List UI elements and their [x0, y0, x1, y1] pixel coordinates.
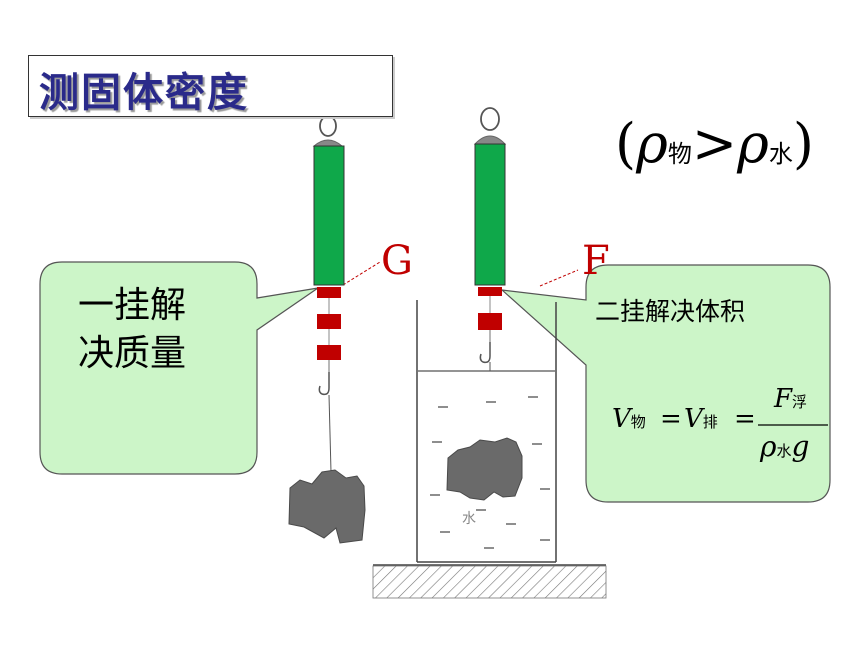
left-rock — [288, 469, 366, 544]
left-bubble-line1: 一挂解 — [78, 285, 187, 326]
left-bubble-text: 一挂解 决质量 — [78, 282, 228, 378]
page-title: 测固体密度 — [39, 70, 249, 116]
right-scale-ring — [480, 107, 500, 131]
eq-v-object: V物 — [612, 404, 646, 434]
label-f: F — [582, 238, 610, 284]
rho-object: ρ — [636, 112, 668, 175]
water-marks — [430, 396, 550, 549]
greater-than: > — [691, 112, 738, 175]
f-leader-line — [539, 269, 579, 287]
right-scale-hook — [479, 342, 491, 364]
label-g: G — [381, 238, 413, 284]
eq-equals-2: = — [734, 404, 756, 434]
eq-v-displaced: V排 — [684, 404, 718, 434]
water-char: 水 — [462, 511, 476, 527]
left-bubble-line2: 决质量 — [78, 333, 187, 374]
eq-denominator: ρ水g — [760, 430, 810, 463]
g-leader-line — [342, 261, 381, 286]
right-spring-scale — [473, 107, 507, 446]
paren-open: ( — [615, 112, 637, 175]
eq-equals-1: = — [660, 404, 682, 434]
right-rock — [446, 437, 523, 501]
beaker — [416, 300, 557, 563]
left-speech-bubble — [39, 261, 319, 475]
left-scale-body — [313, 145, 345, 286]
left-scale-ring — [319, 115, 337, 137]
title-box: 测固体密度 — [28, 55, 393, 117]
left-scale-hook — [318, 372, 330, 396]
rho-water: ρ — [737, 112, 769, 175]
paren-close: ) — [792, 112, 814, 175]
right-speech-bubble — [500, 264, 831, 503]
density-condition: (ρ物>ρ水) — [615, 112, 814, 175]
sub-object: 物 — [667, 140, 692, 168]
left-string — [328, 394, 332, 473]
left-spring-scale — [288, 115, 366, 544]
sub-water: 水 — [768, 140, 793, 168]
eq-numerator: F浮 — [774, 384, 808, 414]
right-bubble-title: 二挂解决体积 — [595, 297, 746, 326]
right-scale-body — [474, 143, 506, 286]
base-stand — [372, 564, 607, 599]
